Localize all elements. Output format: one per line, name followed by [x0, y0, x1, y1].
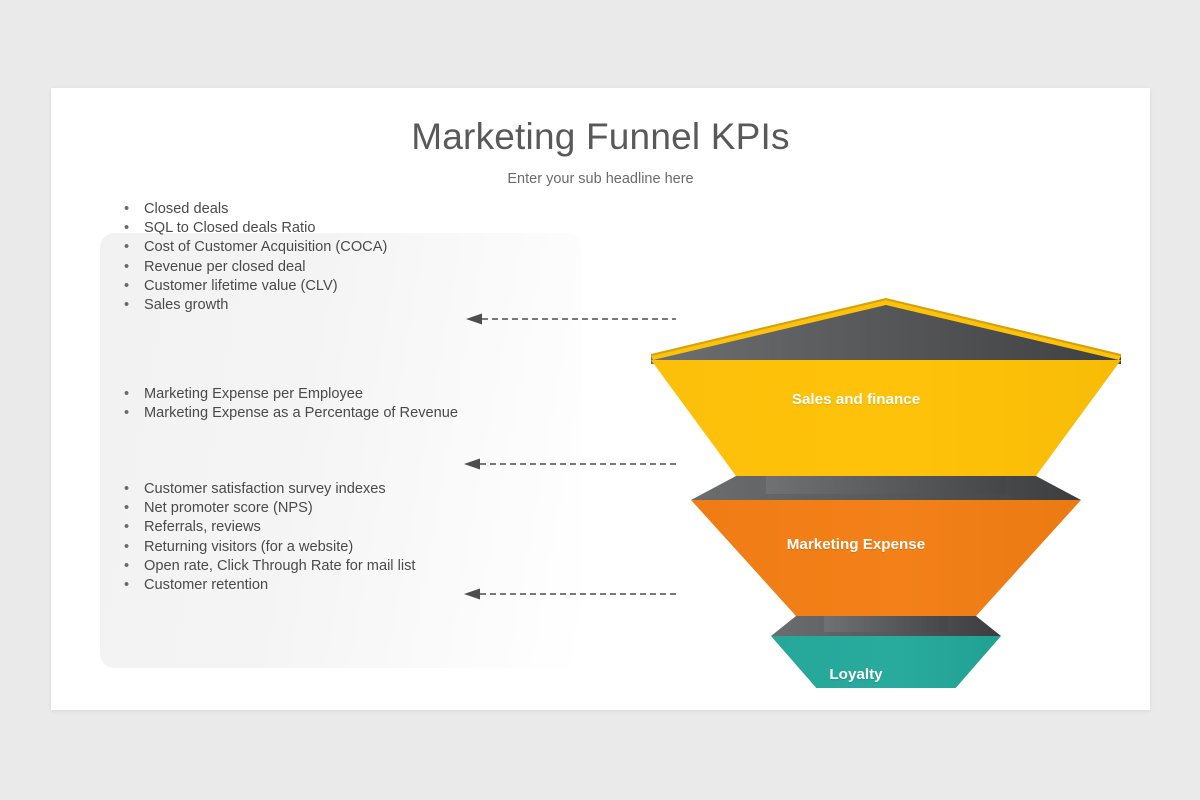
kpi-group-sales-and-finance: • Closed deals • SQL to Closed deals Ratio… [122, 200, 522, 315]
connector-arrow-marketing-expense [464, 458, 676, 470]
list-item: • Customer satisfaction survey indexes [122, 480, 522, 499]
list-item: • Revenue per closed deal [122, 258, 522, 277]
list-item: • Returning visitors (for a website) [122, 538, 522, 557]
kpi-panel [100, 233, 581, 668]
kpi-group-marketing-expense: • Marketing Expense per Employee • Marketi… [122, 385, 522, 423]
slide-canvas: Marketing Funnel KPIs Enter your sub hea… [51, 88, 1150, 710]
list-item: • Sales growth [122, 296, 522, 315]
page-title: Marketing Funnel KPIs [411, 116, 790, 157]
list-item: • Marketing Expense as a Percentage of Re… [122, 404, 522, 423]
funnel-diagram: Sales and finance Marketing Expense Loya… [581, 188, 1131, 688]
list-item-label: Sales growth [144, 297, 229, 314]
bullet-glyph: • [124, 201, 130, 217]
list-item: • SQL to Closed deals Ratio [122, 219, 522, 238]
list-item-label: Cost of Customer Acquisition (COCA) [144, 239, 388, 256]
funnel-stage-label-loyalty: Loyalty [829, 666, 883, 683]
list-item: • Closed deals [122, 200, 522, 219]
list-item-label: Customer retention [144, 577, 269, 594]
funnel-neck-2 [824, 616, 948, 632]
bullet-glyph: • [124, 386, 130, 402]
bullet-glyph: • [124, 577, 130, 594]
connector-arrow-loyalty [464, 588, 676, 600]
bullet-glyph: • [124, 277, 130, 294]
list-item-label: Net promoter score (NPS) [144, 500, 313, 517]
funnel-stage-sales-and-finance [651, 360, 1121, 476]
list-item: • Referrals, reviews [122, 518, 522, 537]
list-item-label: Customer lifetime value (CLV) [144, 277, 338, 294]
page-subtitle: Enter your sub headline here [507, 171, 694, 187]
list-item: • Customer lifetime value (CLV) [122, 277, 522, 296]
funnel-stage-label-marketing-expense: Marketing Expense [786, 536, 926, 553]
funnel-top-rim-highlight-right [886, 300, 1121, 360]
funnel-neck-1 [766, 476, 1006, 494]
list-item: • Customer retention [122, 576, 522, 595]
funnel-top-rim-highlight-left [651, 300, 886, 360]
list-item-label: Marketing Expense per Employee [144, 386, 364, 402]
bullet-glyph: • [124, 258, 130, 275]
list-item-label: Customer satisfaction survey indexes [144, 481, 386, 497]
list-item-label: SQL to Closed deals Ratio [144, 220, 316, 237]
connector-arrow-sales-and-finance [466, 313, 676, 325]
list-item-label: Revenue per closed deal [144, 258, 306, 275]
list-item-label: Closed deals [144, 201, 229, 217]
bullet-glyph: • [124, 481, 130, 497]
bullet-glyph: • [124, 405, 130, 422]
bullet-glyph: • [124, 220, 130, 237]
list-item: • Net promoter score (NPS) [122, 499, 522, 518]
funnel-stage-label-sales-and-finance: Sales and finance [791, 391, 921, 408]
bullet-glyph: • [124, 239, 130, 256]
bullet-glyph: • [124, 297, 130, 314]
funnel-stage-marketing-expense [691, 500, 1081, 616]
list-item: • Open rate, Click Through Rate for mail … [122, 557, 522, 576]
list-item-label: Open rate, Click Through Rate for mail l… [144, 557, 416, 574]
bullet-glyph: • [124, 557, 130, 574]
bullet-glyph: • [124, 538, 130, 555]
list-item-label: Returning visitors (for a website) [144, 538, 354, 555]
funnel-top-cone-face [651, 300, 1121, 364]
kpi-group-loyalty: • Customer satisfaction survey indexes • N… [122, 480, 522, 595]
bullet-glyph: • [124, 519, 130, 536]
list-item-label: Referrals, reviews [144, 519, 261, 536]
funnel-stage-loyalty [771, 636, 1001, 688]
list-item: • Marketing Expense per Employee [122, 385, 522, 404]
list-item: • Cost of Customer Acquisition (COCA) [122, 238, 522, 257]
list-item-label: Marketing Expense as a Percentage of Rev… [144, 405, 458, 422]
bullet-glyph: • [124, 500, 130, 517]
